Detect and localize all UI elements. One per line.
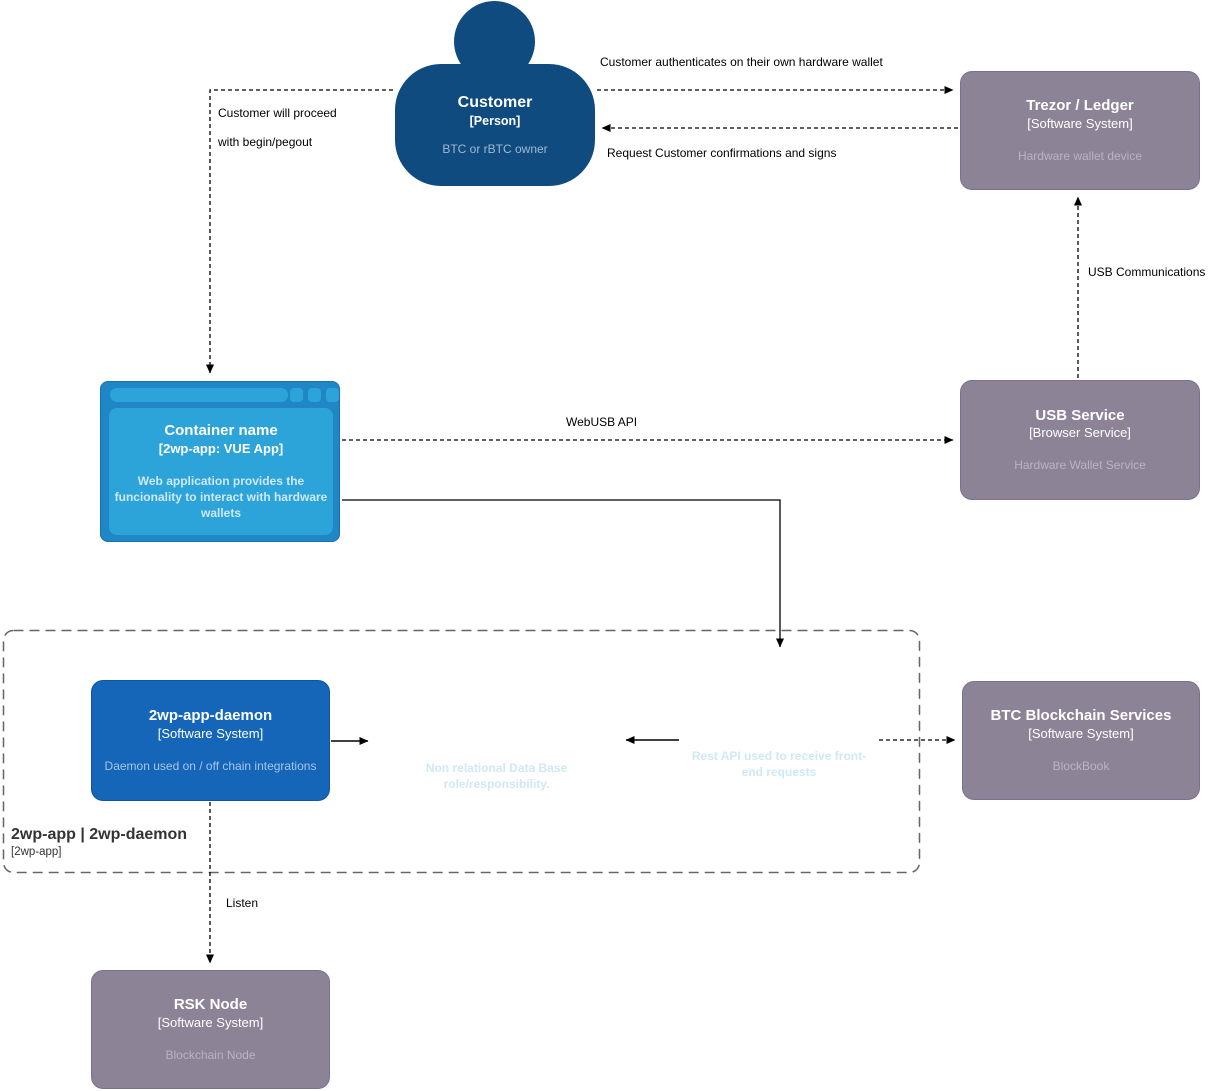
- edge-webapp-api: [342, 499, 784, 648]
- edge-label-usb-communications: USB Communications: [1088, 265, 1206, 279]
- edge-customer-webapp: [206, 89, 393, 374]
- node-rsk-node[interactable]: RSK Node [Software System] Blockchain No…: [91, 970, 330, 1089]
- node-desc: BlockBook: [1052, 758, 1110, 773]
- node-desc: Non relational Data Base role/responsibi…: [425, 760, 568, 791]
- edge-label-listen: Listen: [226, 896, 259, 910]
- node-title: 2wp-api: [751, 697, 807, 715]
- browser-window-button: [308, 388, 321, 402]
- node-title: MongoDB: [461, 708, 532, 726]
- api-text: 2wp-api [Container : Typescript] Rest AP…: [680, 653, 878, 825]
- browser-chrome: [101, 382, 339, 408]
- boundary-subtitle: [2wp-app]: [11, 846, 62, 858]
- browser-panel: Container name [2wp-app: VUE App] Web ap…: [109, 408, 333, 535]
- node-btc-blockchain-services[interactable]: BTC Blockchain Services [Software System…: [962, 681, 1200, 800]
- node-desc: BTC or rBTC owner: [442, 142, 548, 157]
- node-type: [Container : MongoDB]: [425, 727, 568, 743]
- node-title: RSK Node: [173, 996, 248, 1014]
- node-2wp-api[interactable]: 2wp-api [Container : Typescript] Rest AP…: [680, 653, 878, 825]
- node-type: [Browser Service]: [1029, 425, 1131, 441]
- node-type: [Person]: [469, 113, 521, 128]
- node-type: [Software System]: [1028, 725, 1134, 741]
- node-title: Container name: [164, 421, 278, 439]
- node-title: USB Service: [1035, 406, 1125, 424]
- node-type: [Container : Typescript]: [706, 716, 852, 732]
- boundary-title: 2wp-app | 2wp-daemon: [11, 826, 188, 843]
- node-type: [2wp-app: VUE App]: [158, 440, 284, 456]
- node-title: Trezor / Ledger: [1026, 97, 1134, 115]
- node-desc: Hardware wallet device: [1017, 148, 1143, 163]
- node-desc: Daemon used on / off chain integrations: [104, 758, 317, 773]
- edge-label-webusb-api: WebUSB API: [566, 415, 638, 429]
- edge-label-request-sign: Request Customer confirmations and signs: [607, 146, 837, 160]
- node-desc: Blockchain Node: [165, 1047, 256, 1062]
- node-mongodb[interactable]: MongoDB [Container : MongoDB] Non relati…: [374, 686, 619, 799]
- edge-label-authenticates: Customer authenticates on their own hard…: [600, 55, 883, 69]
- node-desc: Rest API used to receive front-end reque…: [691, 749, 867, 780]
- node-type: [Software System]: [157, 1014, 264, 1030]
- node-usb-service[interactable]: USB Service [Browser Service] Hardware W…: [960, 380, 1200, 500]
- node-type: [Software System]: [1027, 115, 1133, 131]
- mongodb-text: MongoDB [Container : MongoDB] Non relati…: [374, 694, 619, 807]
- node-type: [Software System]: [157, 725, 264, 741]
- node-trezor-ledger[interactable]: Trezor / Ledger [Software System] Hardwa…: [960, 71, 1200, 190]
- node-webapp-container[interactable]: Container name [2wp-app: VUE App] Web ap…: [100, 381, 340, 542]
- node-desc: Hardware Wallet Service: [1014, 458, 1146, 473]
- node-title: Customer: [457, 93, 533, 111]
- boundary-box: [2, 629, 921, 874]
- node-desc: Web application provides the funcionalit…: [114, 473, 328, 520]
- node-title: BTC Blockchain Services: [990, 707, 1172, 725]
- edge-label-proceed-line2: with begin/pegout: [218, 135, 313, 149]
- node-title: 2wp-app-daemon: [148, 707, 273, 725]
- edge-label-proceed-line1: Customer will proceed: [218, 106, 337, 120]
- node-customer[interactable]: Customer [Person] BTC or rBTC owner: [395, 64, 595, 186]
- browser-address-bar: [110, 388, 288, 402]
- boundary-label: 2wp-app | 2wp-daemon [2wp-app]: [11, 826, 187, 858]
- browser-window-button: [326, 388, 339, 402]
- browser-window-button: [290, 388, 303, 402]
- node-2wp-app-daemon[interactable]: 2wp-app-daemon [Software System] Daemon …: [91, 680, 330, 801]
